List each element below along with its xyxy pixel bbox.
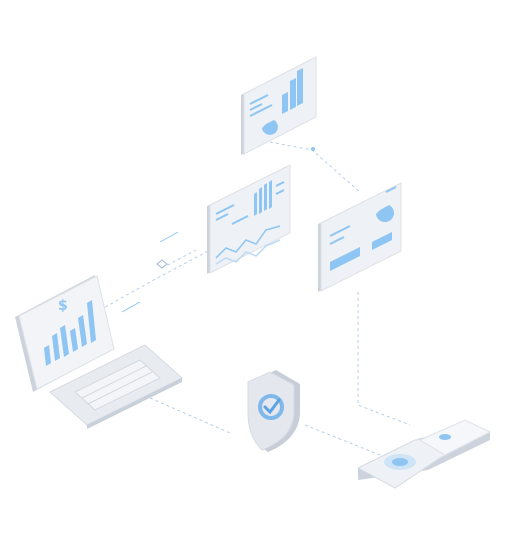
arrow-marker-2 (121, 301, 141, 313)
center-panel-text-lines (215, 181, 285, 225)
arrow-marker-1 (159, 231, 179, 243)
connector-diamond (161, 249, 197, 269)
top-panel-bars (282, 68, 303, 114)
right-panel-text-lines (329, 186, 397, 245)
laptop-keyboard (74, 359, 161, 411)
router-device (356, 419, 492, 489)
dollar-icon: $ (58, 298, 68, 314)
flow-markers (121, 147, 315, 313)
connector-shield-to-device (304, 424, 381, 456)
connector-right-down (357, 292, 411, 426)
center-dashboard-panel (207, 164, 291, 274)
laptop: $ (15, 275, 183, 429)
diamond-icon (156, 259, 168, 269)
center-panel-line-chart (215, 225, 281, 259)
top-panel-text-lines (249, 94, 273, 117)
right-panel-pie (376, 205, 394, 223)
connector-laptop-to-center (99, 249, 211, 311)
top-dashboard-panel (241, 56, 317, 155)
node-dot (311, 147, 315, 151)
connector-laptop-to-shield (149, 397, 231, 434)
device-light-small (439, 434, 451, 440)
shield-check-icon (258, 394, 284, 420)
center-panel-bars (254, 180, 272, 216)
security-shield (247, 370, 300, 452)
right-dashboard-panel (318, 182, 402, 292)
right-panel-block (330, 247, 360, 271)
top-panel-pie (262, 120, 278, 135)
laptop-bar-chart (44, 300, 96, 366)
